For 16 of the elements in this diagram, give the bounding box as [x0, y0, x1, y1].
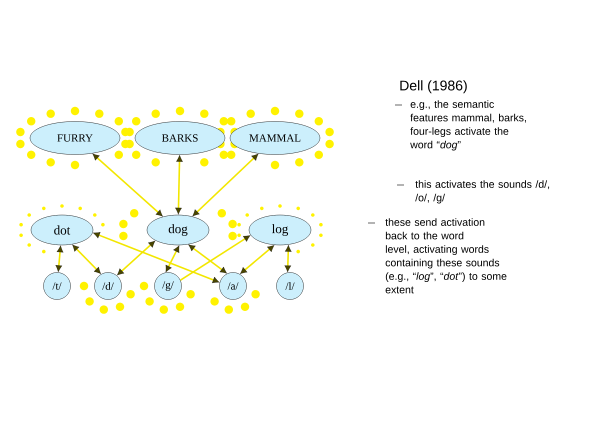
arrow: [175, 155, 183, 214]
arrow: [117, 240, 156, 276]
arrow: [188, 244, 227, 274]
arrow: [284, 244, 292, 272]
arrow: [180, 235, 250, 281]
arrow: [240, 245, 274, 274]
arrow: [166, 245, 180, 272]
arrow: [192, 154, 258, 216]
arrow: [93, 232, 220, 284]
arrow: [72, 244, 101, 274]
bullet-text: these send activation back to the word level, activating words containing these sounds (e.g., “log”, “dot”) to some extent: [385, 218, 506, 294]
title: Dell (1986): [400, 80, 467, 94]
arrow: [92, 154, 163, 216]
arrow: [56, 246, 64, 272]
bullet-text: this activates the sounds /d/, /o/, /g/: [415, 180, 550, 204]
bullet-text: e.g., the semantic features mammal, barks, four-legs activate the word “dog”: [410, 100, 526, 150]
